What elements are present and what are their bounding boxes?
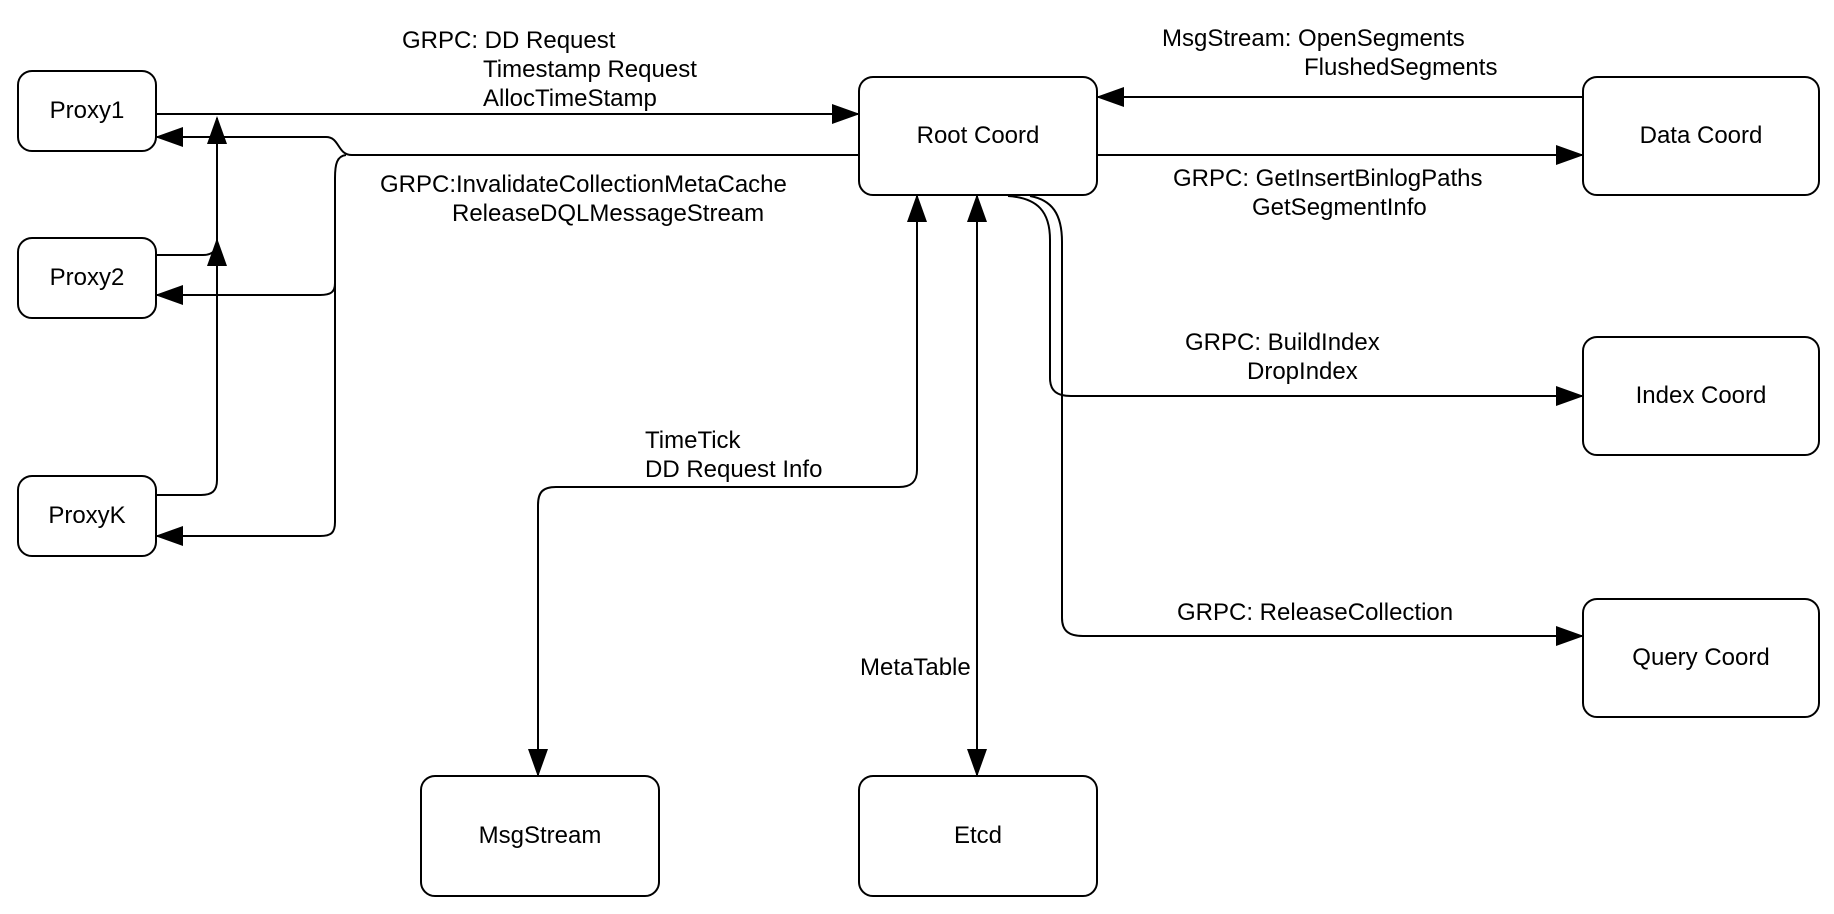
label-root-to-etcd-line1: MetaTable xyxy=(860,654,971,681)
node-root-coord-label: Root Coord xyxy=(916,121,1040,149)
node-msgstream-label: MsgStream xyxy=(478,821,602,849)
label-root-to-msgstream-line2: DD Request Info xyxy=(645,456,823,483)
node-etcd-label: Etcd xyxy=(953,821,1003,849)
node-etcd: Etcd xyxy=(858,775,1098,897)
node-msgstream: MsgStream xyxy=(420,775,660,897)
node-root-coord: Root Coord xyxy=(858,76,1098,196)
node-proxy1-label: Proxy1 xyxy=(49,96,125,124)
edge-rootcoord-to-proxy2 xyxy=(155,282,336,305)
node-proxy2-label: Proxy2 xyxy=(49,263,125,291)
label-root-to-index-line1: GRPC: BuildIndex xyxy=(1185,329,1380,356)
node-data-coord-label: Data Coord xyxy=(1639,121,1763,149)
node-index-coord-label: Index Coord xyxy=(1635,381,1767,409)
node-query-coord-label: Query Coord xyxy=(1632,643,1770,671)
edge-proxy2-merge-up xyxy=(157,238,227,267)
edge-rootcoord-to-msgstream xyxy=(528,194,927,777)
label-root-to-msgstream-line1: TimeTick xyxy=(645,427,741,454)
node-proxy1: Proxy1 xyxy=(17,70,157,152)
edge-rootcoord-to-querycoord xyxy=(1029,195,1584,646)
label-root-to-proxy-line1: GRPC:InvalidateCollectionMetaCache xyxy=(380,171,787,198)
node-data-coord: Data Coord xyxy=(1582,76,1820,196)
label-root-to-query-line1: GRPC: ReleaseCollection xyxy=(1177,599,1454,626)
label-data-to-root-line2: FlushedSegments xyxy=(1304,54,1498,81)
label-proxy-to-root-line3: AllocTimeStamp xyxy=(483,85,657,112)
node-proxy2: Proxy2 xyxy=(17,237,157,319)
edge-rootcoord-to-proxy1 xyxy=(155,127,858,156)
label-proxy-to-root-line1: GRPC: DD Request xyxy=(402,27,616,54)
label-root-to-data-line1: GRPC: GetInsertBinlogPaths xyxy=(1173,165,1483,192)
node-index-coord: Index Coord xyxy=(1582,336,1820,456)
label-proxy-to-root-line2: Timestamp Request xyxy=(483,56,697,83)
label-root-to-index-line2: DropIndex xyxy=(1247,358,1358,385)
node-proxyk-label: ProxyK xyxy=(48,501,126,529)
node-query-coord: Query Coord xyxy=(1582,598,1820,718)
edge-rootcoord-to-proxyk xyxy=(155,154,347,546)
label-root-to-data-line2: GetSegmentInfo xyxy=(1252,194,1427,221)
node-proxyk: ProxyK xyxy=(17,475,157,557)
label-data-to-root-line1: MsgStream: OpenSegments xyxy=(1162,25,1465,52)
edge-proxyk-merge-up xyxy=(157,116,227,496)
label-root-to-proxy-line2: ReleaseDQLMessageStream xyxy=(452,200,765,227)
